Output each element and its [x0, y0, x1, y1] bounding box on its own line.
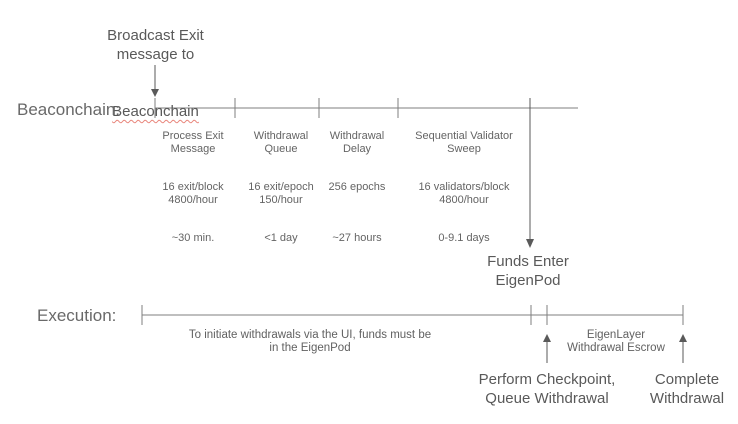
segment-duration: <1 day — [264, 232, 298, 244]
eigenlayer-withdrawal-escrow-label: EigenLayer Withdrawal Escrow — [567, 329, 665, 354]
segment-name: Process Exit Message — [162, 130, 224, 155]
segment-duration: ~27 hours — [332, 232, 382, 244]
segment-withdrawal-queue: Withdrawal Queue 16 exit/epoch 150/hour … — [216, 117, 346, 258]
perform-checkpoint-label: Perform Checkpoint, Queue Withdrawal — [478, 371, 616, 407]
segment-rate: 256 epochs — [328, 181, 386, 193]
segment-withdrawal-delay: Withdrawal Delay 256 epochs ~27 hours — [292, 117, 422, 258]
segment-sequential-validator-sweep: Sequential Validator Sweep 16 validators… — [394, 117, 534, 258]
segment-rate: 16 validators/block 4800/hour — [418, 181, 510, 206]
complete-withdrawal-label: Complete Withdrawal — [649, 371, 725, 407]
execution-timeline — [141, 305, 684, 325]
segment-name: Withdrawal Delay — [329, 130, 385, 155]
execution-ui-note: To initiate withdrawals via the UI, fund… — [188, 329, 432, 354]
segment-rate: 16 exit/block 4800/hour — [162, 181, 224, 206]
segment-duration: ~30 min. — [171, 232, 215, 244]
beaconchain-row-label: Beaconchain: — [17, 100, 121, 119]
segment-process-exit-message: Process Exit Message 16 exit/block 4800/… — [128, 117, 258, 258]
funds-enter-eigenpod-label: Funds Enter EigenPod — [487, 253, 569, 289]
broadcast-exit-text: Broadcast Exit message to — [107, 27, 204, 63]
segment-rate: 16 exit/epoch 150/hour — [248, 181, 314, 206]
execution-row-label: Execution: — [37, 306, 117, 325]
segment-duration: 0-9.1 days — [438, 232, 490, 244]
segment-name: Withdrawal Queue — [253, 130, 309, 155]
segment-name: Sequential Validator Sweep — [415, 130, 513, 155]
